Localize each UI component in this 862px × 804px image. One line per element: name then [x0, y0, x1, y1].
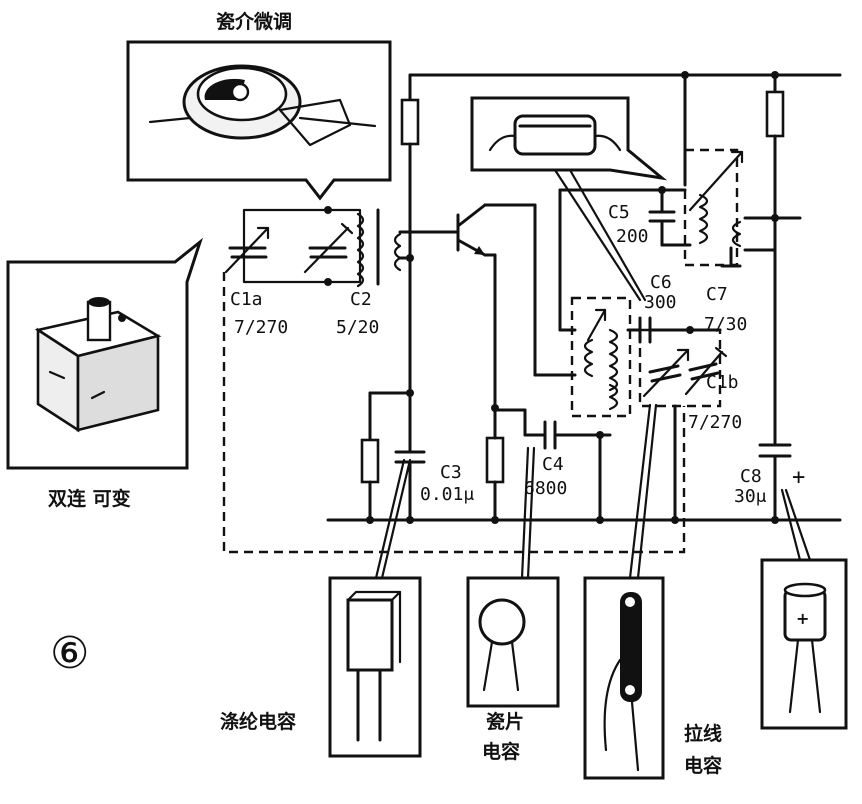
- c8-value: 30μ: [734, 486, 767, 507]
- polyester-capacitor-caption: 涤纶电容: [220, 710, 296, 733]
- input-tuned-circuit: [224, 206, 402, 288]
- c4-value: 6800: [524, 478, 567, 499]
- c7-label: C7: [706, 284, 728, 305]
- callout-if-coil: [470, 96, 668, 302]
- transistor: [398, 203, 577, 412]
- wire-capacitor-caption-line1: 拉线: [684, 722, 722, 745]
- electrolytic-plus-mark: +: [796, 609, 809, 628]
- c1a-value: 7/270: [234, 317, 288, 338]
- oscillator-coil-block: [570, 296, 632, 418]
- capacitor-c4: [543, 420, 612, 522]
- ceramic-trimmer-caption: 瓷介微调: [216, 10, 292, 33]
- capacitor-c8: [758, 443, 792, 522]
- decoupling-resistor: [765, 73, 802, 447]
- c6-value: 300: [644, 292, 677, 313]
- c3-value: 0.01μ: [420, 484, 474, 505]
- c1b-label: C1b: [706, 372, 739, 393]
- antenna-coil: [356, 208, 402, 288]
- emitter-resistor-r3: [485, 408, 545, 522]
- c6-label: C6: [650, 272, 672, 293]
- callout-ceramic-trimmer: [126, 40, 392, 201]
- c2-trimmer-capacitor: [303, 222, 354, 274]
- c3-label: C3: [440, 462, 462, 483]
- bias-resistor-r1: [398, 73, 420, 452]
- resistor-r2: [360, 391, 412, 522]
- c2-value: 5/20: [336, 317, 379, 338]
- c8-polarity: +: [792, 465, 805, 490]
- c1b-value: 7/270: [688, 412, 742, 433]
- c5-label: C5: [608, 202, 630, 223]
- dual-variable-caption: 双连 可变: [48, 487, 131, 510]
- c4-label: C4: [542, 454, 564, 475]
- callout-electrolytic-capacitor: +: [760, 488, 848, 730]
- c1b-variable-capacitor: [638, 328, 728, 522]
- callout-dual-variable: [6, 237, 203, 470]
- c7-value: 7/30: [704, 314, 747, 335]
- capacitor-c5: [648, 188, 692, 247]
- if-transformer: [558, 73, 777, 332]
- c1a-variable-capacitor: [224, 226, 270, 274]
- callout-wire-capacitor: [583, 403, 665, 780]
- c1a-label: C1a: [230, 289, 263, 310]
- gang-link-dashed: [222, 272, 686, 554]
- wire-capacitor-caption-line2: 电容: [684, 754, 722, 777]
- c5-value: 200: [616, 226, 649, 247]
- figure-number: ⑥: [50, 628, 89, 679]
- c8-label: C8: [740, 466, 762, 487]
- ground-rail: [326, 516, 842, 524]
- callout-polyester-capacitor: [328, 458, 422, 758]
- c2-label: C2: [350, 289, 372, 310]
- callout-ceramic-disc-capacitor: [466, 446, 560, 708]
- ceramic-disc-caption-line2: 电容: [482, 740, 520, 763]
- ceramic-disc-caption-line1: 瓷片: [486, 710, 524, 733]
